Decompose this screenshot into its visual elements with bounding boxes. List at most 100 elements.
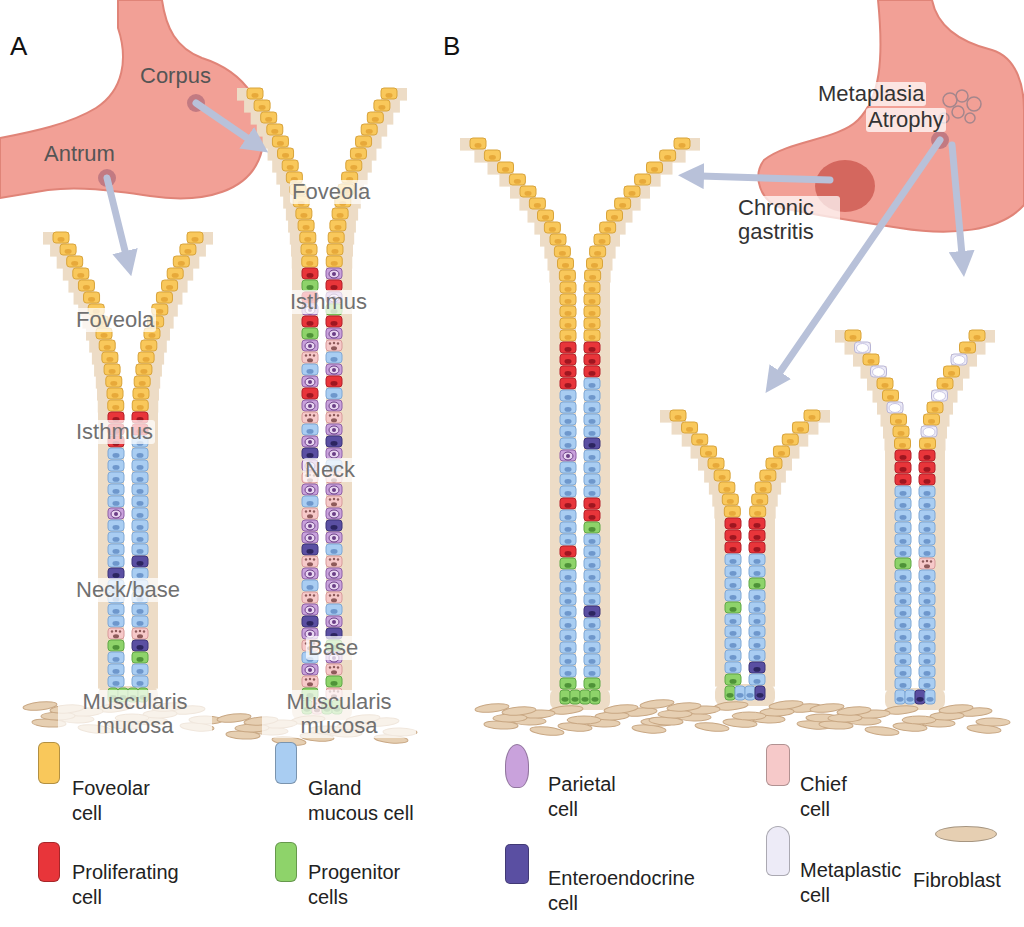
cell-nucleus <box>252 93 259 98</box>
cell-nucleus <box>675 415 682 420</box>
gland-cells <box>247 88 397 714</box>
cell <box>647 162 663 173</box>
stroma <box>584 330 610 343</box>
cell-nucleus <box>331 502 337 506</box>
cell-nucleus <box>137 453 144 458</box>
cell-granule <box>309 678 311 680</box>
cell-nucleus <box>307 358 313 362</box>
cell <box>108 640 124 651</box>
stroma <box>133 388 159 401</box>
cell <box>895 630 911 641</box>
cell <box>296 208 312 219</box>
cell-detail <box>329 426 339 434</box>
cell-nucleus <box>307 562 313 566</box>
cell-nucleus <box>924 587 931 592</box>
cell <box>919 486 935 497</box>
stroma <box>332 208 358 221</box>
stroma <box>292 604 318 617</box>
stroma <box>326 316 352 329</box>
stroma <box>132 652 158 665</box>
cell-nucleus <box>360 141 367 146</box>
cell-nucleus <box>900 491 907 496</box>
cell <box>180 244 196 255</box>
cell-nucleus <box>629 191 636 196</box>
cell-nucleus <box>332 428 336 432</box>
cell-nucleus <box>797 427 804 432</box>
stroma <box>550 318 576 331</box>
stroma <box>835 330 995 710</box>
region-label: Neck <box>303 458 357 482</box>
cell <box>919 450 935 461</box>
cell <box>895 618 911 629</box>
stroma <box>540 234 566 247</box>
cell <box>584 474 600 485</box>
cell-nucleus <box>589 371 596 376</box>
cell <box>254 100 270 111</box>
stroma <box>714 506 740 519</box>
stroma <box>550 330 576 343</box>
stroma <box>607 210 633 223</box>
cell <box>302 400 318 411</box>
stroma <box>584 450 610 463</box>
cell-nucleus <box>572 697 579 702</box>
cell-granule <box>313 594 315 596</box>
cell-nucleus <box>754 607 761 612</box>
cell-nucleus <box>307 273 314 278</box>
cell <box>749 626 765 637</box>
cell <box>905 690 915 704</box>
stroma <box>50 244 76 257</box>
cell-nucleus <box>730 547 737 552</box>
stroma <box>519 198 545 211</box>
stroma <box>885 486 911 499</box>
cell-nucleus <box>589 311 596 316</box>
cell <box>302 328 318 339</box>
cell-nucleus <box>331 549 338 554</box>
cell <box>580 690 590 704</box>
cell-nucleus <box>754 631 761 636</box>
cell-nucleus <box>307 621 314 626</box>
cell <box>895 582 911 593</box>
stroma <box>885 522 911 535</box>
stroma <box>326 484 352 497</box>
stroma <box>326 664 352 677</box>
cell-nucleus <box>754 655 761 660</box>
cell-nucleus <box>924 647 931 652</box>
cell <box>509 174 525 185</box>
stroma <box>292 496 318 509</box>
cell-nucleus <box>137 561 144 566</box>
cell <box>895 450 911 461</box>
cell <box>584 654 600 665</box>
cell-nucleus <box>156 309 163 314</box>
cell-nucleus <box>565 503 572 508</box>
cell-nucleus <box>137 669 144 674</box>
cell <box>895 654 911 665</box>
cell-nucleus <box>787 439 794 444</box>
fibroblast <box>502 706 537 717</box>
cell <box>326 580 342 591</box>
stroma <box>92 352 118 365</box>
gland <box>640 410 840 733</box>
stroma <box>885 594 911 607</box>
cell-nucleus <box>565 575 572 580</box>
stroma <box>715 674 741 687</box>
cell-granule <box>337 342 339 344</box>
stroma <box>288 220 314 233</box>
stroma <box>550 666 576 679</box>
cell-nucleus <box>760 487 767 492</box>
cell <box>925 690 935 704</box>
cell-nucleus <box>924 467 931 472</box>
stroma <box>167 268 193 281</box>
cell <box>725 650 741 661</box>
cell <box>766 458 782 469</box>
cell-nucleus <box>565 335 572 340</box>
stroma <box>326 364 352 377</box>
cell-nucleus <box>332 452 336 456</box>
cell <box>302 316 318 327</box>
cell-granule <box>329 498 331 500</box>
cell <box>584 282 600 293</box>
cell <box>960 342 976 353</box>
fibroblast <box>695 721 730 733</box>
cell-nucleus <box>331 346 337 350</box>
cell-nucleus <box>589 623 596 628</box>
cell <box>749 650 765 661</box>
